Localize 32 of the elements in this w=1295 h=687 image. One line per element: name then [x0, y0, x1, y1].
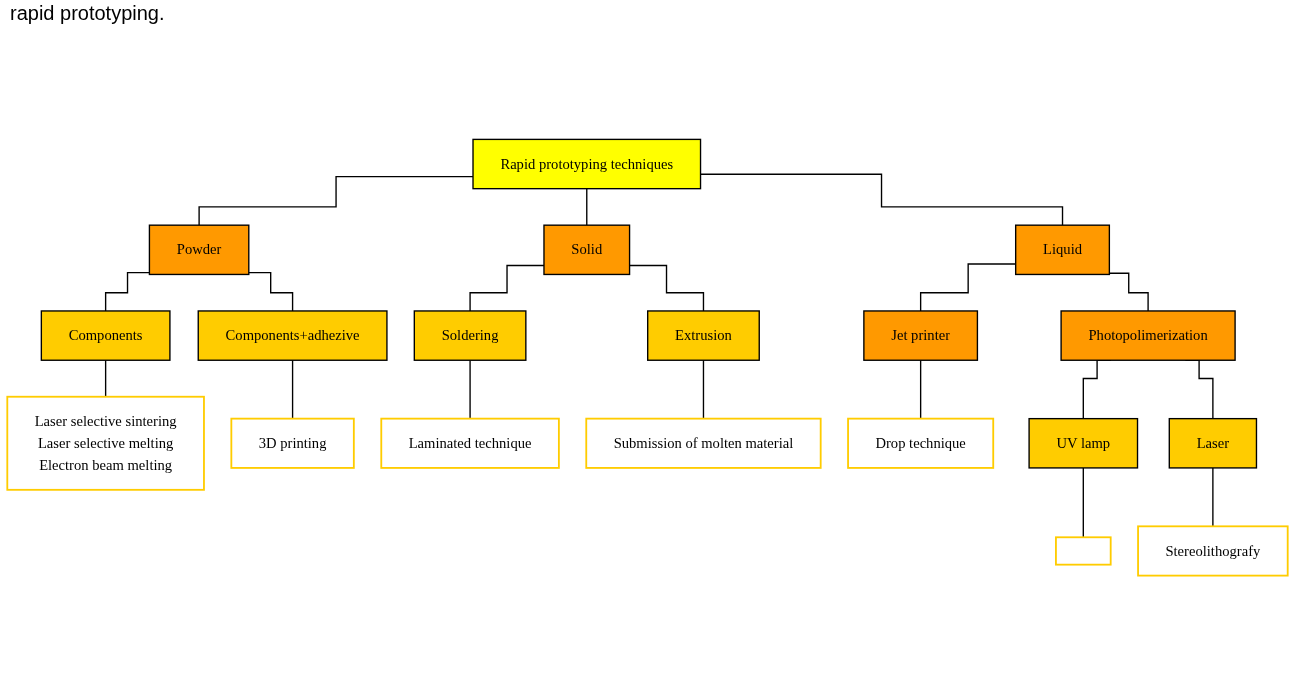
node-box [1055, 536, 1112, 566]
connector [291, 359, 294, 420]
node-box: Laser selective sintering Laser selective melting Electron beam melting [6, 395, 205, 491]
node-box: Stereolithografy [1137, 525, 1289, 577]
node-box: Soldering [413, 310, 527, 361]
node-box: Powder [148, 224, 250, 276]
node-box: Jet printer [863, 310, 979, 361]
node-box: Rapid prototyping techniques [472, 138, 702, 190]
node-box: Drop technique [847, 417, 995, 469]
node-box: Liquid [1015, 224, 1111, 276]
node-box: Components+adhezive [197, 310, 388, 361]
connector [919, 359, 922, 420]
connector [104, 359, 107, 398]
connector [469, 359, 471, 420]
node-box: Laser [1168, 417, 1258, 469]
connector [1082, 467, 1084, 538]
connector [1212, 467, 1214, 527]
connector [104, 271, 151, 312]
connector [198, 175, 474, 226]
connector [1108, 272, 1149, 312]
node-box: 3D printing [230, 417, 355, 469]
node-box: Extrusion [647, 310, 760, 361]
node-box: Photopolimerization [1060, 310, 1236, 361]
node-box: Laminated technique [380, 417, 560, 469]
note-text: rapid prototyping. [10, 2, 165, 25]
node-box: Solid [543, 224, 631, 276]
connector [248, 271, 294, 312]
connector [586, 188, 588, 226]
node-box: UV lamp [1028, 417, 1139, 469]
node-box: Submission of molten material [585, 417, 822, 469]
connector [702, 359, 705, 420]
node-box: Components [40, 310, 171, 361]
